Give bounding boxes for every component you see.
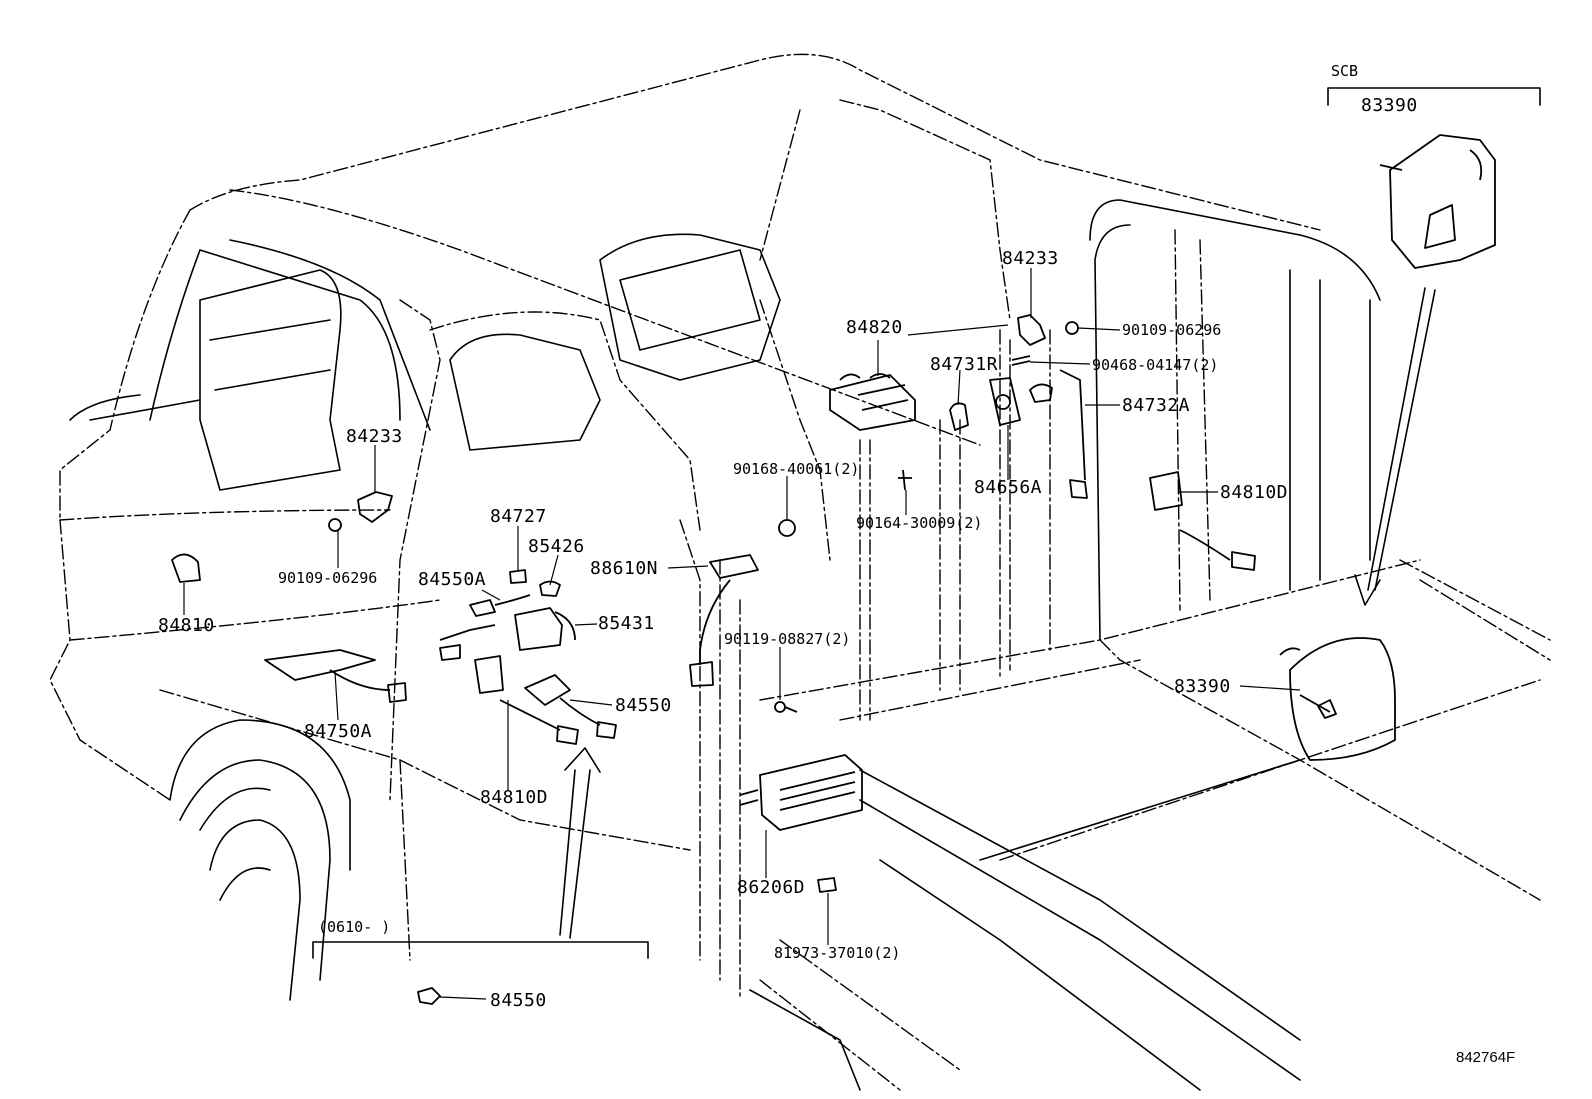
- drawing-code: 842764F: [1456, 1049, 1515, 1066]
- callout-90109-06296-left: 90109-06296: [278, 569, 377, 587]
- callout-81973-37010: 81973-37010(2): [774, 944, 900, 962]
- tank-83390-right: [1279, 637, 1396, 761]
- switch-84810d-left: [474, 655, 579, 745]
- switch-84550: [524, 674, 617, 739]
- leader-lines: [183, 268, 1301, 945]
- callout-85426: 85426: [528, 536, 585, 557]
- callout-88610n: 88610N: [590, 558, 658, 579]
- nut-81973: [817, 877, 837, 893]
- callout-90168-40061: 90168-40061(2): [733, 460, 859, 478]
- harness-84550a: [439, 594, 531, 661]
- inset-date-part-label: 84550: [490, 990, 547, 1011]
- connector-84732a: [1029, 369, 1088, 499]
- callout-86206d: 86206D: [737, 877, 805, 898]
- callout-84731r: 84731R: [930, 354, 998, 375]
- inset-scb: SCB 83390: [1327, 62, 1541, 269]
- inset-date: (0610- ) 84550: [312, 918, 649, 1011]
- switch-84810: [171, 553, 201, 583]
- connector-84727: [509, 569, 527, 584]
- vehicle-body-outline: [49, 53, 1551, 1091]
- sensor-84233-left: [357, 491, 393, 523]
- callout-84820: 84820: [846, 317, 903, 338]
- callout-84732a: 84732A: [1122, 395, 1190, 416]
- switch-84731r: [949, 402, 969, 431]
- callout-84727: 84727: [490, 506, 547, 527]
- callout-84550: 84550: [615, 695, 672, 716]
- arrow-to-84550-inset: [559, 747, 601, 939]
- inset-scb-part-label: 83390: [1361, 95, 1418, 116]
- callout-90119-08827: 90119-08827(2): [724, 630, 850, 648]
- arrow-to-83390: [1354, 287, 1436, 606]
- callout-84233-right: 84233: [1002, 248, 1059, 269]
- callout-84233-left: 84233: [346, 426, 403, 447]
- callout-85431: 85431: [598, 613, 655, 634]
- inset-scb-label: SCB: [1331, 62, 1358, 80]
- screw-90164: [898, 469, 912, 491]
- callout-90164-30009: 90164-30009(2): [856, 514, 982, 532]
- callout-labels: 84233 84820 84731R 90109-06296 90468-041…: [158, 248, 1288, 962]
- sensor-88610n: [689, 554, 759, 687]
- sensor-84233-right: [1017, 314, 1046, 346]
- callout-84810: 84810: [158, 615, 215, 636]
- callout-84750a: 84750A: [304, 721, 372, 742]
- callout-83390-right: 83390: [1174, 676, 1231, 697]
- relay-85431: [514, 607, 576, 651]
- callout-84656a: 84656A: [974, 477, 1042, 498]
- grommet-90168: [778, 519, 796, 537]
- screw-90109-left: [328, 518, 342, 532]
- callout-90109-06296-right: 90109-06296: [1122, 321, 1221, 339]
- switch-assembly-84820: [829, 373, 916, 431]
- callout-84810d-left: 84810D: [480, 787, 548, 808]
- bezel-84656a: [989, 377, 1021, 426]
- ecu-86206d: [739, 754, 863, 831]
- switch-84810d-right: [1149, 471, 1256, 571]
- screw-90109-right: [1065, 321, 1079, 335]
- clip-85426: [539, 580, 561, 597]
- bolt-90119: [774, 701, 798, 713]
- clip-90468: [1011, 355, 1031, 366]
- callout-84810d-right: 84810D: [1220, 482, 1288, 503]
- callout-84550a: 84550A: [418, 569, 486, 590]
- callout-90468-04147: 90468-04147(2): [1092, 356, 1218, 374]
- inset-date-label: (0610- ): [318, 918, 390, 936]
